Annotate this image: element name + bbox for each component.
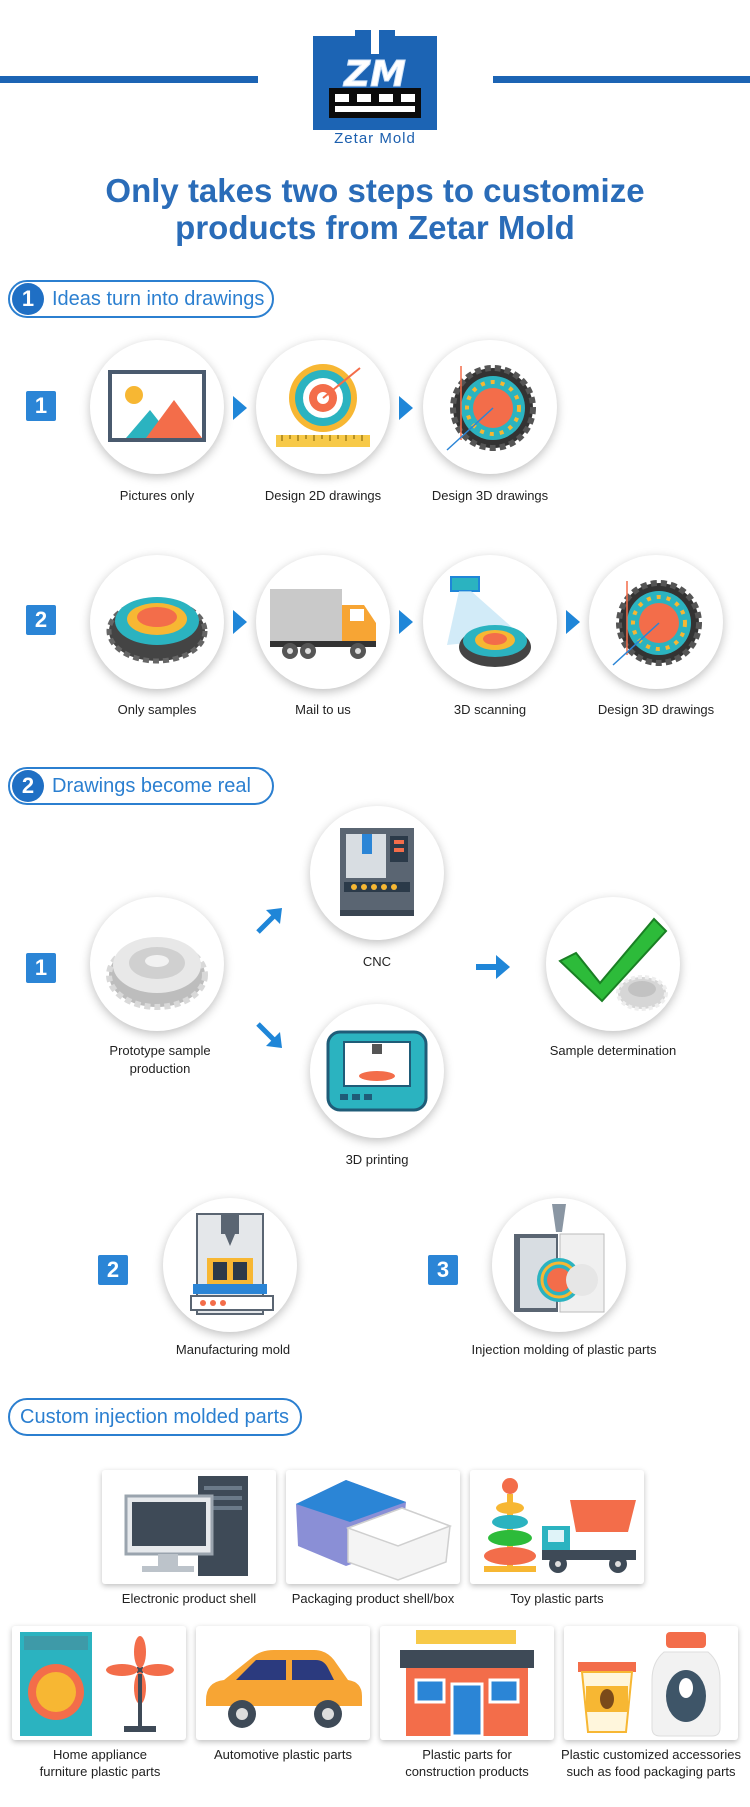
- caption-design-3d: Design 3D drawings: [431, 488, 549, 503]
- caption-only-samples: Only samples: [117, 702, 197, 717]
- food-package-icon: [564, 1626, 738, 1740]
- arrow-right-icon: [476, 955, 510, 979]
- cnc-machine-icon: [310, 806, 444, 940]
- arrow-right-icon: [399, 396, 413, 420]
- caption-prototype-sample: Prototype sample production: [109, 1043, 211, 1076]
- caption-construction-1: Plastic parts for: [422, 1747, 512, 1762]
- caption-construction-2: construction products: [405, 1764, 529, 1779]
- headline-line-2: products from Zetar Mold: [175, 209, 575, 246]
- caption-sample-determination: Sample determination: [549, 1043, 677, 1058]
- caption-pictures-only: Pictures only: [119, 488, 195, 503]
- 3d-printer-icon: [310, 1004, 444, 1138]
- prototype-gear-icon: [90, 897, 224, 1031]
- caption-mail-to-us: Mail to us: [295, 702, 351, 717]
- caption-injection-molding: Injection molding of plastic parts: [471, 1342, 657, 1357]
- section-2-title: Drawings become real: [52, 774, 251, 797]
- caption-toy-parts: Toy plastic parts: [510, 1591, 604, 1606]
- step-2-badge: 2: [98, 1255, 128, 1285]
- toy-icon: [470, 1470, 644, 1584]
- caption-design-3d-2: Design 3D drawings: [597, 702, 715, 717]
- building-icon: [380, 1626, 554, 1740]
- section-2-number: 2: [12, 770, 44, 802]
- caption-automotive: Automotive plastic parts: [213, 1747, 352, 1762]
- logo-mark-text: ZM: [343, 54, 406, 95]
- header-bar-left: [0, 76, 258, 83]
- caption-3d-scanning: 3D scanning: [453, 702, 527, 717]
- row-2-badge: 2: [26, 605, 56, 635]
- caption-manufacturing-mold: Manufacturing mold: [175, 1342, 291, 1357]
- picture-icon: [90, 340, 224, 474]
- truck-icon: [256, 555, 390, 689]
- section-3-title: Custom injection molded parts: [20, 1405, 290, 1428]
- arrow-right-icon: [233, 396, 247, 420]
- computer-icon: [102, 1470, 276, 1584]
- section-1-header: 1 Ideas turn into drawings: [8, 280, 274, 318]
- caption-electronic-shell: Electronic product shell: [121, 1591, 257, 1606]
- checkmark-icon: [546, 897, 680, 1031]
- 3d-gear-icon: [423, 340, 557, 474]
- arrow-right-icon: [566, 610, 580, 634]
- caption-food-packaging-2: such as food packaging parts: [566, 1764, 736, 1779]
- section-1-number: 1: [12, 283, 44, 315]
- 2d-drawing-icon: [256, 340, 390, 474]
- caption-home-appliance-1: Home appliance: [53, 1747, 147, 1762]
- headline-line-1: Only takes two steps to customize: [105, 172, 645, 209]
- mold-machine-icon: [163, 1198, 297, 1332]
- gear-sample-icon: [90, 555, 224, 689]
- injection-molding-icon: [492, 1198, 626, 1332]
- zetar-mold-logo: ZM: [313, 28, 437, 130]
- container-icon: [286, 1470, 460, 1584]
- car-icon: [196, 1626, 370, 1740]
- step-1-badge: 1: [26, 953, 56, 983]
- header-bar-right: [493, 76, 750, 83]
- caption-home-appliance-2: furniture plastic parts: [39, 1764, 161, 1779]
- arrow-up-right-icon: [256, 908, 282, 934]
- section-3-header: Custom injection molded parts: [8, 1398, 302, 1436]
- arrow-down-right-icon: [256, 1022, 282, 1048]
- section-1-title: Ideas turn into drawings: [52, 287, 265, 310]
- row-1-badge: 1: [26, 391, 56, 421]
- caption-cnc: CNC: [362, 954, 392, 969]
- step-3-badge: 3: [428, 1255, 458, 1285]
- 3d-gear-icon: [589, 555, 723, 689]
- arrow-right-icon: [399, 610, 413, 634]
- caption-food-packaging-1: Plastic customized accessories: [561, 1747, 741, 1762]
- caption-packaging-shell: Packaging product shell/box: [291, 1591, 455, 1606]
- logo-caption: Zetar Mold: [334, 130, 416, 147]
- caption-design-2d: Design 2D drawings: [264, 488, 382, 503]
- scanner-icon: [423, 555, 557, 689]
- section-2-header: 2 Drawings become real: [8, 767, 274, 805]
- arrow-right-icon: [233, 610, 247, 634]
- caption-3d-printing: 3D printing: [345, 1152, 409, 1167]
- appliance-icon: [12, 1626, 186, 1740]
